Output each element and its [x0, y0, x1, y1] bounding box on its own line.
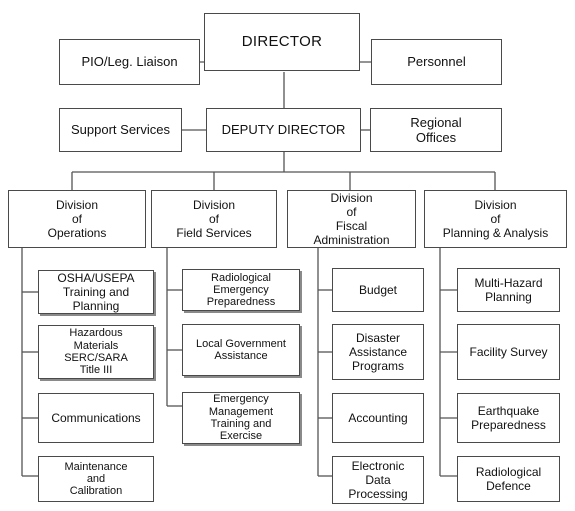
unit-label: Maintenance and Calibration: [64, 460, 128, 498]
unit-box: Disaster Assistance Programs: [332, 324, 424, 380]
unit-label: Budget: [358, 282, 398, 297]
division-title: Division of Planning & Analysis: [442, 197, 549, 241]
unit-box: Radiological Emergency Preparedness: [182, 269, 300, 311]
pio-liaison-label: PIO/Leg. Liaison: [81, 54, 178, 70]
unit-label: Disaster Assistance Programs: [348, 330, 408, 374]
personnel-box: Personnel: [371, 39, 502, 85]
unit-box: Electronic Data Processing: [332, 456, 424, 504]
unit-label: Multi-Hazard Planning: [474, 275, 543, 304]
unit-label: Facility Survey: [469, 344, 548, 359]
division-title: Division of Operations: [47, 197, 107, 241]
unit-label: Local Government Assistance: [196, 337, 286, 362]
support-services-box: Support Services: [59, 108, 182, 152]
unit-label: Electronic Data Processing: [348, 458, 408, 502]
unit-label: Radiological Defence: [475, 464, 542, 493]
deputy-director-box: DEPUTY DIRECTOR: [206, 108, 361, 152]
unit-box: Accounting: [332, 393, 424, 443]
unit-box: Maintenance and Calibration: [38, 456, 154, 502]
unit-box: Multi-Hazard Planning: [457, 268, 560, 312]
unit-box: Earthquake Preparedness: [457, 393, 560, 443]
unit-label: Earthquake Preparedness: [471, 403, 546, 432]
director-label: DIRECTOR: [241, 33, 323, 51]
regional-offices-box: Regional Offices: [370, 108, 502, 152]
unit-label: OSHA/USEPA Training and Planning: [57, 270, 135, 314]
unit-box: Emergency Management Training and Exerci…: [182, 392, 300, 444]
unit-label: Radiological Emergency Preparedness: [206, 271, 276, 309]
deputy-director-label: DEPUTY DIRECTOR: [221, 122, 346, 138]
division-operations-box: Division of Operations: [8, 190, 146, 248]
unit-label: Communications: [51, 410, 141, 425]
unit-box: Hazardous Materials SERC/SARA Title III: [38, 325, 154, 379]
unit-box: Local Government Assistance: [182, 324, 300, 376]
personnel-label: Personnel: [407, 54, 466, 70]
unit-label: Emergency Management Training and Exerci…: [208, 393, 274, 443]
unit-label: Hazardous Materials SERC/SARA Title III: [64, 327, 128, 377]
division-field-services-box: Division of Field Services: [151, 190, 277, 248]
regional-offices-label: Regional Offices: [410, 114, 462, 145]
division-title: Division of Field Services: [176, 197, 252, 241]
director-box: DIRECTOR: [204, 13, 360, 71]
unit-box: OSHA/USEPA Training and Planning: [38, 270, 154, 314]
pio-liaison-box: PIO/Leg. Liaison: [59, 39, 200, 85]
unit-box: Communications: [38, 393, 154, 443]
division-fiscal-box: Division of Fiscal Administration: [287, 190, 416, 248]
unit-box: Facility Survey: [457, 324, 560, 380]
support-services-label: Support Services: [71, 122, 170, 138]
division-planning-box: Division of Planning & Analysis: [424, 190, 567, 248]
unit-label: Accounting: [348, 410, 408, 425]
division-title: Division of Fiscal Administration: [313, 190, 390, 248]
unit-box: Budget: [332, 268, 424, 312]
unit-box: Radiological Defence: [457, 456, 560, 502]
